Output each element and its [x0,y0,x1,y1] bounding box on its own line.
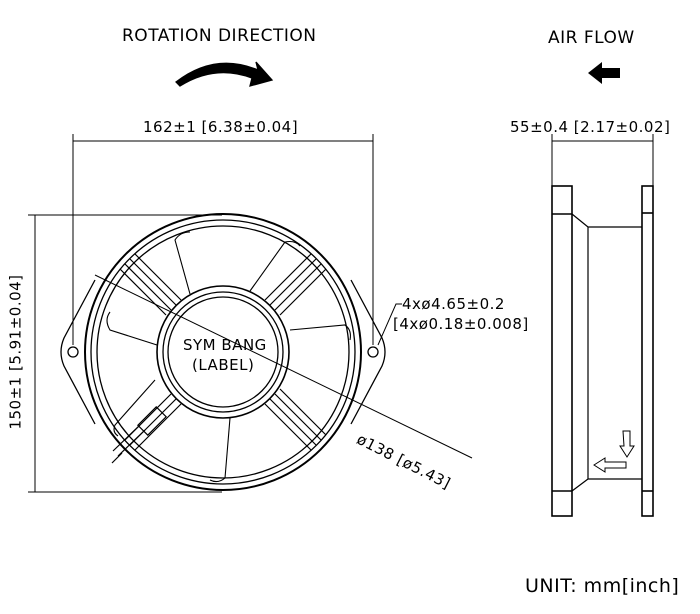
height-dimension [28,214,222,493]
mounting-plate [60,279,386,425]
diameter-leader [94,274,473,459]
hole-spec-inch: [4xø0.18±0.008] [393,315,529,333]
rotation-direction-title: ROTATION DIRECTION [122,26,317,46]
mount-hole-left [67,346,79,358]
fan-front-view [84,213,362,491]
fan-side-view [551,134,654,517]
label-line1: SYM BANG [183,336,267,354]
width-dimension-text: 162±1 [6.38±0.04] [143,118,299,136]
hole-spec-mm: 4xø4.65±0.2 [402,295,505,313]
width-dimension [72,134,374,345]
unit-note: UNIT: mm[inch] [525,575,680,597]
cable [111,406,167,464]
down-arrow-icon [619,430,635,458]
mount-hole-right [367,346,379,358]
airflow-arrow-icon [588,62,620,84]
height-dimension-text: 150±1 [5.91±0.04] [6,274,25,430]
hole-leader [377,303,402,346]
air-flow-title: AIR FLOW [548,28,635,48]
depth-dimension-text: 55±0.4 [2.17±0.02] [510,118,671,136]
label-line2: (LABEL) [192,356,255,374]
left-arrow-icon [593,457,627,473]
rotation-arrow-icon [175,61,274,87]
